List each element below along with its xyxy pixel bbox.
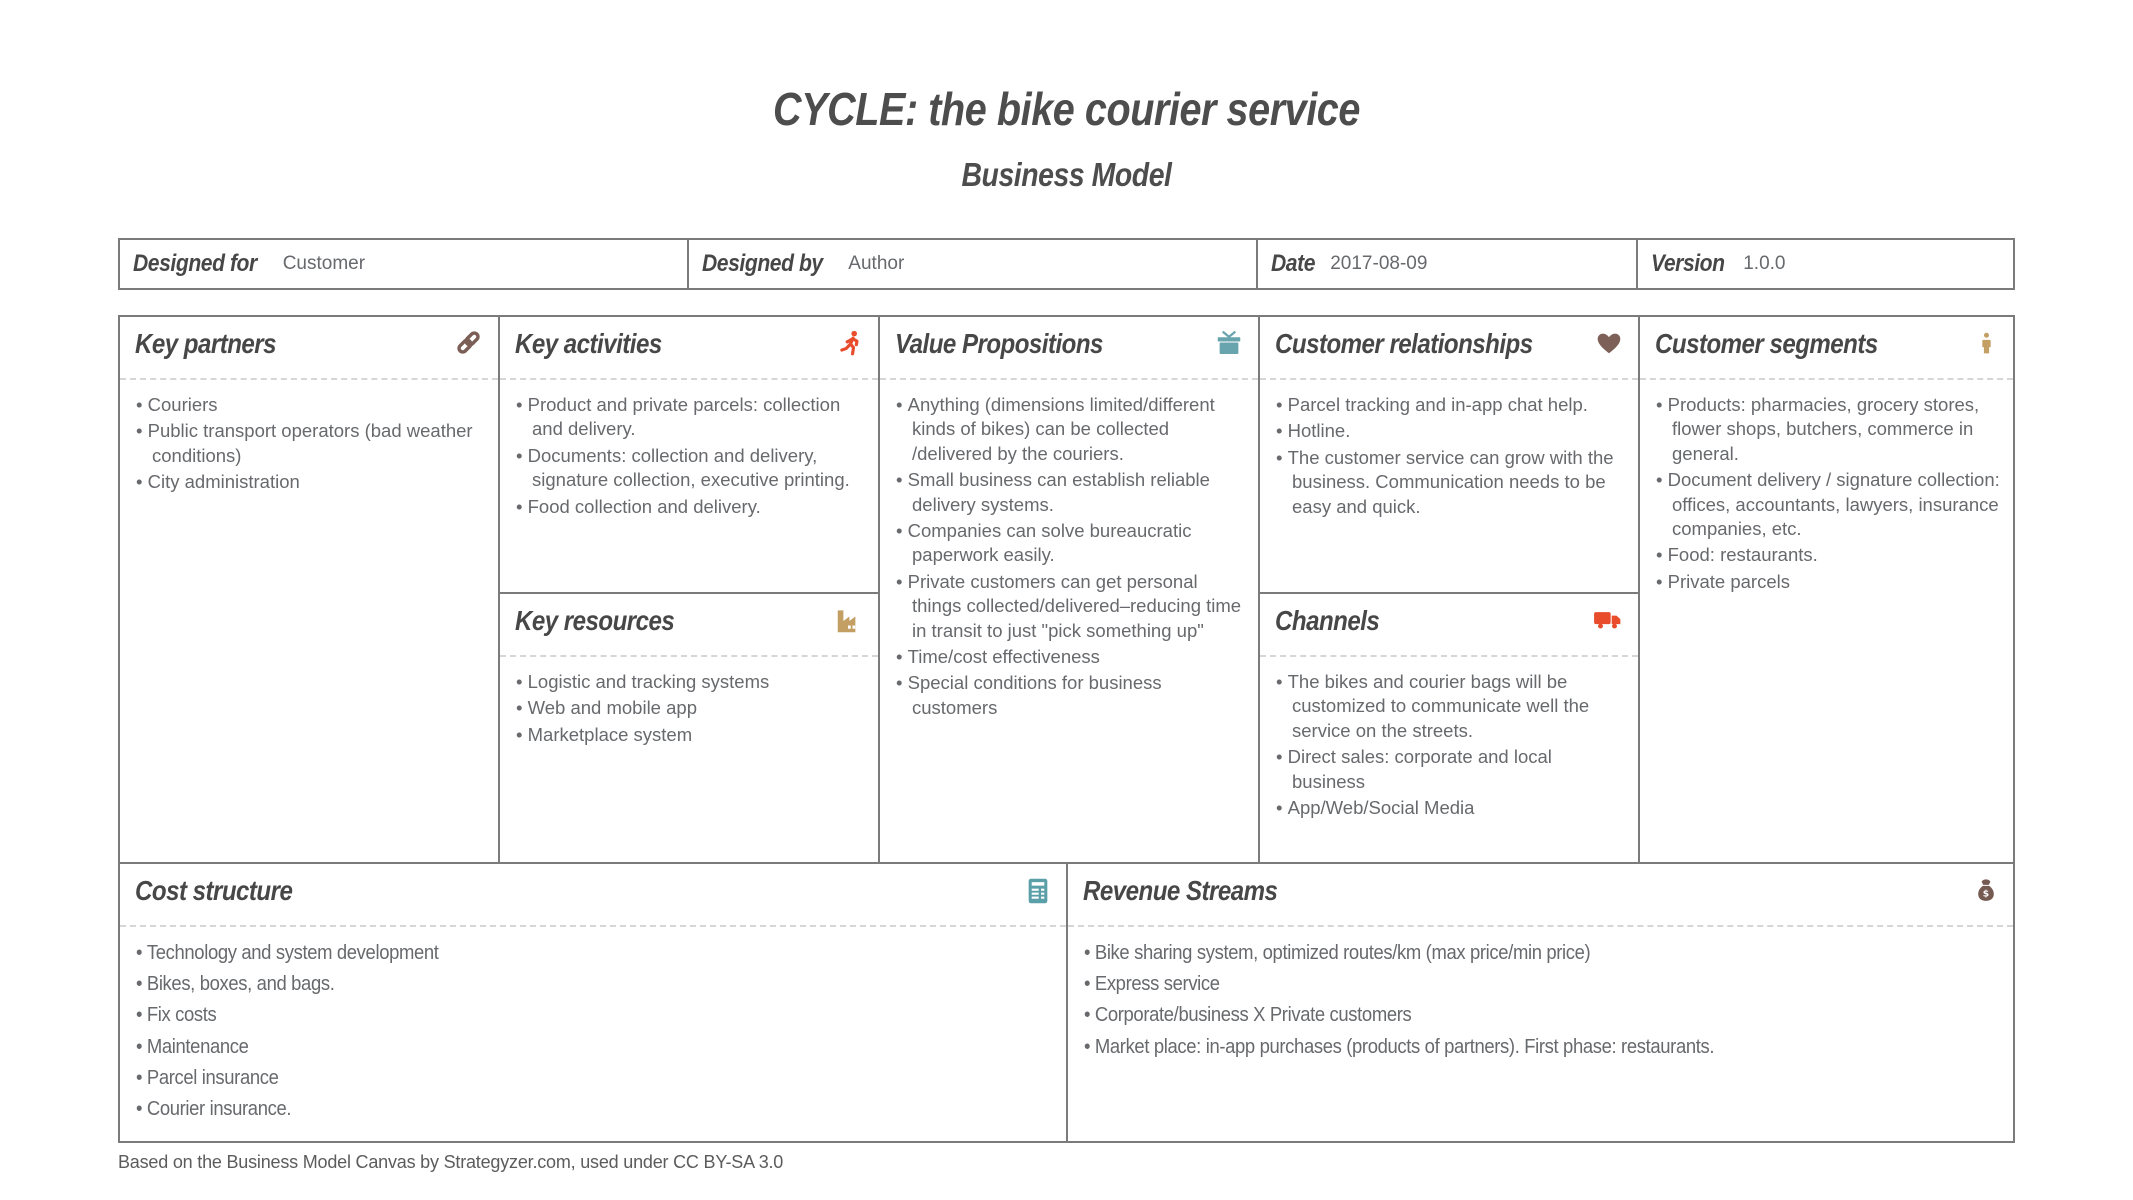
list-item: Anything (dimensions limited/different k… [896, 393, 1246, 466]
list-item: Fix costs [136, 1002, 1081, 1028]
runner-icon [836, 329, 864, 359]
list-item: Time/cost effectiveness [896, 645, 1246, 669]
list-item: Companies can solve bureaucratic paperwo… [896, 519, 1246, 568]
list-item: Hotline. [1276, 419, 1626, 443]
divider [120, 378, 498, 380]
designed-by-value: Author [848, 253, 905, 274]
list-item: Technology and system development [136, 940, 1081, 966]
list-item: Express service [1084, 971, 2028, 997]
list-item: Logistic and tracking systems [516, 670, 866, 694]
list-item: City administration [136, 470, 486, 494]
list-item: Food collection and delivery. [516, 495, 866, 519]
divider [500, 655, 878, 657]
meta-header-row: Designed for Customer Designed by Author… [118, 238, 2015, 290]
section-title: Key partners [135, 328, 277, 359]
version-value: 1.0.0 [1743, 253, 1786, 274]
list-item: Private parcels [1656, 570, 2001, 594]
section-key-partners: Key partners CouriersPublic transport op… [118, 315, 498, 862]
key-resources-list: Logistic and tracking systemsWeb and mob… [516, 670, 866, 747]
section-key-activities: Key activities Product and private parce… [498, 315, 878, 592]
moneybag-icon: $ [1973, 876, 1999, 906]
person-icon [1974, 329, 1999, 359]
divider [1068, 925, 2013, 927]
divider [120, 925, 1066, 927]
list-item: Couriers [136, 393, 486, 417]
list-item: Food: restaurants. [1656, 543, 2001, 567]
list-item: Parcel insurance [136, 1065, 1081, 1091]
section-title: Cost structure [135, 875, 293, 906]
gift-icon [1214, 329, 1244, 359]
list-item: Documents: collection and delivery, sign… [516, 444, 866, 493]
designed-for-label: Designed for [133, 250, 257, 277]
page-subtitle: Business Model [961, 156, 1172, 193]
list-item: Parcel tracking and in-app chat help. [1276, 393, 1626, 417]
version-cell: Version 1.0.0 [1635, 238, 2015, 290]
list-item: Product and private parcels: collection … [516, 393, 866, 442]
svg-text:$: $ [1983, 889, 1989, 900]
heart-icon [1594, 329, 1624, 357]
list-item: Corporate/business X Private customers [1084, 1002, 2028, 1028]
list-item: App/Web/Social Media [1276, 796, 1626, 820]
key-partners-list: CouriersPublic transport operators (bad … [136, 393, 486, 495]
date-label: Date [1271, 250, 1316, 277]
link-icon [453, 329, 484, 356]
designed-for-value: Customer [282, 253, 366, 274]
customer-relationships-list: Parcel tracking and in-app chat help.Hot… [1276, 393, 1626, 519]
section-revenue-streams: Revenue Streams $ Bike sharing system, o… [1066, 862, 2015, 1143]
calculator-icon [1024, 876, 1052, 906]
date-value: 2017-08-09 [1330, 253, 1428, 274]
section-title: Value Propositions [895, 328, 1103, 359]
list-item: Public transport operators (bad weather … [136, 419, 486, 468]
section-title: Key activities [515, 328, 662, 359]
list-item: Document delivery / signature collection… [1656, 468, 2001, 541]
date-cell: Date 2017-08-09 [1256, 238, 1636, 290]
list-item: The bikes and courier bags will be custo… [1276, 670, 1626, 743]
list-item: Private customers can get personal thing… [896, 570, 1246, 643]
list-item: Special conditions for business customer… [896, 671, 1246, 720]
section-customer-relationships: Customer relationships Parcel tracking a… [1258, 315, 1638, 592]
section-title: Revenue Streams [1083, 875, 1278, 906]
section-title: Customer relationships [1275, 328, 1533, 359]
divider [1260, 378, 1638, 380]
channels-list: The bikes and courier bags will be custo… [1276, 670, 1626, 820]
version-label: Version [1650, 250, 1725, 277]
revenue-streams-list: Bike sharing system, optimized routes/km… [1084, 940, 2028, 1060]
divider [1260, 655, 1638, 657]
attribution-footer: Based on the Business Model Canvas by St… [118, 1152, 784, 1172]
section-title: Key resources [515, 605, 675, 636]
list-item: Market place: in-app purchases (products… [1084, 1034, 2028, 1060]
section-channels: Channels The bikes and courier bags will… [1258, 592, 1638, 862]
section-cost-structure: Cost structure Technology and system dev… [118, 862, 1066, 1143]
designed-by-cell: Designed by Author [687, 238, 1257, 290]
section-title: Channels [1275, 605, 1380, 636]
designed-for-cell: Designed for Customer [118, 238, 688, 290]
truck-icon [1591, 606, 1624, 634]
factory-icon [834, 606, 864, 636]
list-item: Small business can establish reliable de… [896, 468, 1246, 517]
section-title: Customer segments [1655, 328, 1878, 359]
list-item: Web and mobile app [516, 696, 866, 720]
divider [880, 378, 1258, 380]
list-item: Bike sharing system, optimized routes/km… [1084, 940, 2028, 966]
list-item: Products: pharmacies, grocery stores, fl… [1656, 393, 2001, 466]
list-item: The customer service can grow with the b… [1276, 446, 1626, 519]
divider [500, 378, 878, 380]
list-item: Marketplace system [516, 723, 866, 747]
page-title: CYCLE: the bike courier service [773, 83, 1360, 135]
value-propositions-list: Anything (dimensions limited/different k… [896, 393, 1246, 720]
list-item: Direct sales: corporate and local busine… [1276, 745, 1626, 794]
section-key-resources: Key resources Logistic and tracking syst… [498, 592, 878, 862]
divider [1640, 378, 2013, 380]
section-customer-segments: Customer segments Products: pharmacies, … [1638, 315, 2015, 862]
customer-segments-list: Products: pharmacies, grocery stores, fl… [1656, 393, 2001, 594]
list-item: Courier insurance. [136, 1096, 1081, 1122]
designed-by-label: Designed by [702, 250, 823, 277]
key-activities-list: Product and private parcels: collection … [516, 393, 866, 519]
list-item: Bikes, boxes, and bags. [136, 971, 1081, 997]
section-value-propositions: Value Propositions Anything (dimensions … [878, 315, 1258, 862]
list-item: Maintenance [136, 1034, 1081, 1060]
cost-structure-list: Technology and system developmentBikes, … [136, 940, 1081, 1122]
